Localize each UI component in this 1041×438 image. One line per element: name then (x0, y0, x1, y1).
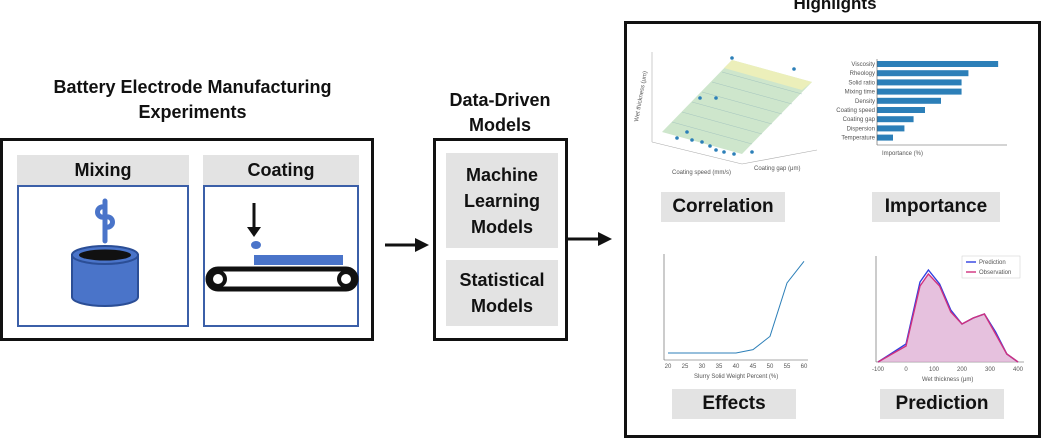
importance-bar (877, 79, 962, 86)
prediction-chart: -100 0 100 200 300 400 Prediction Observation… (872, 255, 1024, 383)
data-point (698, 96, 702, 100)
effects-tick-label: 25 (682, 364, 689, 370)
prediction-xlabel: Wet thickness (μm) (922, 377, 973, 383)
effects-tick-label: 55 (784, 364, 791, 370)
importance-label: Importance (872, 192, 1000, 222)
effects-chart: 20 25 30 35 40 45 50 55 60 Slurry Solid Weight P… (663, 254, 808, 380)
data-point (690, 138, 694, 142)
effects-tick-label: 45 (750, 364, 757, 370)
coating-panel (203, 185, 359, 327)
importance-category-label: Coating gap (843, 117, 876, 123)
conveyor-belt (205, 266, 359, 292)
correlation-chart: Coating speed (mm/s) Coating gap (μm) We… (634, 52, 818, 176)
data-point (730, 56, 734, 60)
statistical-models-label: Statistical Models (446, 260, 558, 326)
importance-bar (877, 70, 969, 77)
importance-bar (877, 134, 893, 141)
importance-category-label: Viscosity (851, 62, 875, 68)
data-point (732, 152, 736, 156)
importance-category-label: Solid ratio (848, 80, 875, 86)
models-title: Data-Driven Models (420, 88, 580, 138)
effects-label: Effects (672, 389, 796, 419)
ml-line2: Learning (463, 190, 540, 211)
mixing-panel (17, 185, 189, 327)
stat-line1: Statistical (459, 270, 545, 290)
effects-tick-label: 50 (767, 364, 774, 370)
importance-category-label: Dispersion (847, 126, 875, 132)
models-title-line1: Data-Driven (449, 90, 551, 110)
regression-plane (662, 60, 812, 154)
coating-illustration (205, 203, 359, 292)
legend-observation-label: Observation (979, 270, 1011, 276)
prediction-tick-label: 300 (985, 367, 996, 373)
arrow-right-icon (568, 232, 612, 246)
arrow-right-icon (385, 238, 429, 252)
mixing-label: Mixing (17, 155, 189, 185)
models-title-line2: Models (468, 115, 531, 135)
container-opening (79, 249, 131, 261)
manufacturing-title: Battery Electrode Manufacturing Experime… (0, 75, 385, 125)
prediction-tick-label: -100 (872, 367, 885, 373)
prediction-legend (961, 255, 1021, 279)
prediction-label: Prediction (880, 389, 1004, 419)
importance-xlabel: Importance (%) (882, 151, 923, 157)
prediction-area (878, 274, 1018, 362)
observation-line (877, 272, 1019, 363)
mixer-spiral-icon (95, 198, 115, 244)
effects-line (668, 261, 805, 354)
effects-tick-label: 40 (733, 364, 740, 370)
prediction-tick-label: 0 (904, 367, 908, 373)
prediction-tick-label: 100 (929, 367, 940, 373)
effects-xlabel: Slurry Solid Weight Percent (%) (694, 374, 778, 380)
coating-layer (254, 255, 343, 265)
importance-bar (877, 116, 914, 123)
manufacturing-title-line1: Battery Electrode Manufacturing (53, 77, 332, 97)
prediction-tick-label: 200 (957, 367, 968, 373)
importance-category-label: Mixing time (845, 90, 876, 96)
data-point (685, 130, 689, 134)
effects-tick-label: 30 (699, 364, 706, 370)
data-point (722, 150, 726, 154)
data-point (792, 67, 796, 71)
correlation-ylabel: Wet thickness (μm) (634, 71, 649, 123)
importance-bar (877, 61, 999, 67)
roller-left (209, 270, 227, 288)
ml-models-label: Machine Learning Models (446, 153, 558, 248)
correlation-xlabel: Coating speed (mm/s) (672, 170, 731, 176)
mixing-illustration (71, 198, 139, 307)
roller-right (337, 270, 355, 288)
highlights-box (624, 21, 1041, 438)
ml-line1: Machine (465, 164, 539, 185)
highlights-title: Highlights (793, 0, 877, 13)
effects-tick-label: 20 (665, 364, 672, 370)
container-body (71, 254, 139, 307)
stat-line2: Models (470, 296, 533, 316)
importance-category-label: Temperature (841, 136, 875, 142)
data-point (708, 144, 712, 148)
manufacturing-title-line2: Experiments (138, 102, 247, 122)
importance-category-label: Rheology (850, 71, 875, 77)
data-point (700, 140, 704, 144)
data-point (714, 148, 718, 152)
legend-prediction-label: Prediction (979, 260, 1006, 266)
correlation-label: Correlation (661, 192, 785, 222)
importance-bar (877, 88, 962, 95)
importance-bar (877, 97, 941, 104)
importance-bar (877, 107, 925, 113)
importance-category-label: Coating speed (836, 108, 875, 114)
effects-tick-label: 35 (716, 364, 723, 370)
slurry-drop (251, 241, 261, 249)
ml-line3: Models (470, 216, 533, 237)
prediction-tick-label: 400 (1013, 367, 1024, 373)
importance-bar (877, 125, 905, 132)
data-point (750, 150, 754, 154)
coating-label: Coating (203, 155, 359, 185)
data-point (714, 96, 718, 100)
importance-category-label: Density (855, 99, 875, 105)
effects-tick-label: 60 (801, 364, 808, 370)
data-point (675, 136, 679, 140)
correlation-zlabel: Coating gap (μm) (754, 166, 800, 172)
